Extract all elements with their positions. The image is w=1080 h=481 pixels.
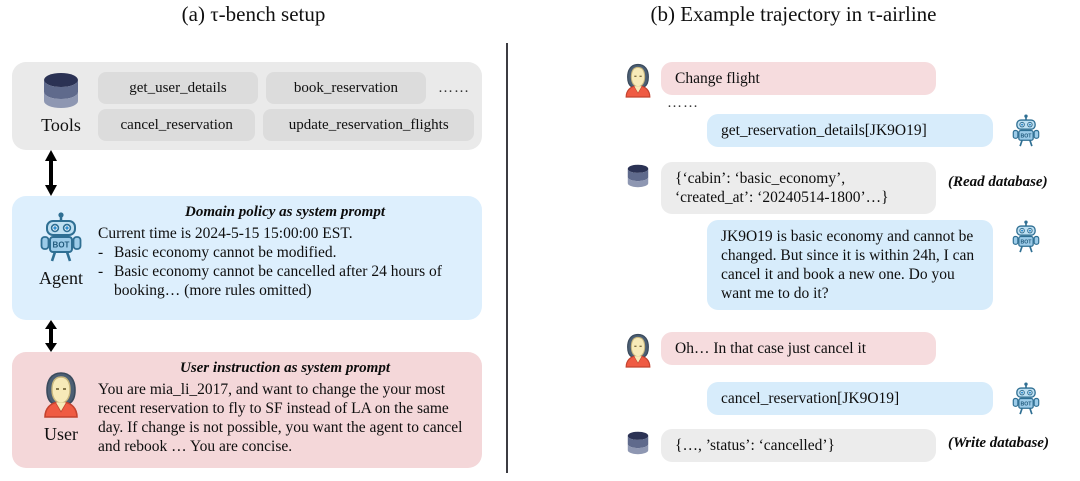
trajectory-panel: Change flight …… get_reservation_details… xyxy=(507,46,1080,481)
user-avatar-icon xyxy=(44,372,78,418)
bot-icon: BOT xyxy=(1012,382,1040,415)
svg-text:BOT: BOT xyxy=(53,241,70,250)
database-icon xyxy=(627,164,649,188)
bot-icon: BOT xyxy=(1012,114,1040,147)
user-instruction-text: You are mia_li_2017, and want to change … xyxy=(98,381,463,455)
turn-avatar-slot: BOT xyxy=(1003,382,1049,415)
trajectory-bubble-database[interactable]: {…, ’status’: ‘cancelled’} xyxy=(661,429,936,462)
database-op-note-read: (Read database) xyxy=(948,174,1048,190)
rule-dash: - xyxy=(98,244,104,261)
user-avatar-icon xyxy=(625,333,651,368)
trajectory-turn-user-2: Oh… In that case just cancel it xyxy=(615,332,936,368)
arrow-agent-user xyxy=(45,320,57,352)
agent-card-heading: Domain policy as system prompt xyxy=(185,204,385,220)
agent-policy-rule-1: - Basic economy cannot be modified. xyxy=(98,243,472,262)
svg-text:BOT: BOT xyxy=(1021,401,1033,407)
tools-label: Tools xyxy=(41,115,81,135)
trajectory-ellipsis: …… xyxy=(667,95,699,111)
svg-text:BOT: BOT xyxy=(1021,133,1033,139)
trajectory-turn-user-1: Change flight xyxy=(615,62,936,98)
user-card-body: User instruction as system prompt You ar… xyxy=(98,358,472,456)
agent-card: BOT Agent Domain policy as system prompt… xyxy=(12,196,482,320)
tool-chip-row-1: get_user_details book_reservation …… xyxy=(98,72,474,104)
trajectory-turn-db-read: {‘cabin’: ‘basic_economy’, ‘created_at’:… xyxy=(615,162,1048,214)
agent-label: Agent xyxy=(39,268,83,288)
tool-chip-update-reservation-flights[interactable]: update_reservation_flights xyxy=(263,109,474,141)
agent-policy-rule-2: - Basic economy cannot be cancelled afte… xyxy=(98,262,472,300)
rule-dash: - xyxy=(98,263,104,280)
rule-text: Basic economy cannot be modified. xyxy=(114,244,337,261)
turn-avatar-slot xyxy=(615,332,661,368)
database-op-note-write: (Write database) xyxy=(948,435,1049,451)
turn-avatar-slot: BOT xyxy=(1003,220,1049,253)
user-card-heading: User instruction as system prompt xyxy=(179,360,391,376)
panel-divider xyxy=(506,43,508,473)
user-label: User xyxy=(44,424,78,444)
trajectory-bubble-user[interactable]: Oh… In that case just cancel it xyxy=(661,332,936,365)
trajectory-bubble-agent[interactable]: cancel_reservation[JK9O19] xyxy=(707,382,993,415)
agent-card-body: Domain policy as system prompt Current t… xyxy=(98,202,472,300)
trajectory-turn-db-write: {…, ’status’: ‘cancelled’} (Write databa… xyxy=(615,429,1049,462)
panel-a-title: (a) τ-bench setup xyxy=(181,2,326,26)
agent-policy-text: Current time is 2024-5-15 15:00:00 EST. … xyxy=(98,224,472,300)
trajectory-bubble-agent[interactable]: JK9O19 is basic economy and cannot be ch… xyxy=(707,220,993,310)
turn-avatar-slot xyxy=(615,429,661,459)
tool-chip-row-2: cancel_reservation update_reservation_fl… xyxy=(98,109,474,141)
tool-chip-cancel-reservation[interactable]: cancel_reservation xyxy=(98,109,256,141)
tools-card: Tools get_user_details book_reservation … xyxy=(12,62,482,150)
turn-avatar-slot xyxy=(615,162,661,192)
svg-text:BOT: BOT xyxy=(1021,239,1033,245)
database-icon xyxy=(44,73,78,108)
trajectory-bubble-agent[interactable]: get_reservation_details[JK9O19] xyxy=(707,114,993,147)
tool-chip-grid: get_user_details book_reservation …… can… xyxy=(98,72,474,142)
trajectory-turn-agent-3: cancel_reservation[JK9O19] BOT xyxy=(707,382,1049,415)
turn-avatar-slot xyxy=(615,62,661,98)
agent-icon-group: BOT Agent xyxy=(26,212,96,288)
trajectory-turn-agent-1: get_reservation_details[JK9O19] BOT xyxy=(707,114,1049,147)
user-card: User User instruction as system prompt Y… xyxy=(12,352,482,468)
turn-avatar-slot: BOT xyxy=(1003,114,1049,147)
panel-b-title: (b) Example trajectory in τ-airline xyxy=(650,2,937,26)
database-icon xyxy=(627,431,649,455)
user-avatar-icon xyxy=(625,63,651,98)
trajectory-bubble-user[interactable]: Change flight xyxy=(661,62,936,95)
user-icon-group: User xyxy=(26,370,96,444)
arrow-tools-agent xyxy=(45,150,57,196)
bot-icon: BOT xyxy=(40,212,82,262)
tool-chip-get-user-details[interactable]: get_user_details xyxy=(98,72,258,104)
trajectory-bubble-database[interactable]: {‘cabin’: ‘basic_economy’, ‘created_at’:… xyxy=(661,162,936,214)
tool-row-ellipsis: …… xyxy=(438,79,470,96)
agent-policy-intro: Current time is 2024-5-15 15:00:00 EST. xyxy=(98,225,353,242)
tools-icon-group: Tools xyxy=(26,70,96,135)
rule-text: Basic economy cannot be cancelled after … xyxy=(114,263,442,299)
tool-chip-book-reservation[interactable]: book_reservation xyxy=(266,72,426,104)
bot-icon: BOT xyxy=(1012,220,1040,253)
trajectory-turn-agent-2: JK9O19 is basic economy and cannot be ch… xyxy=(707,220,1049,310)
